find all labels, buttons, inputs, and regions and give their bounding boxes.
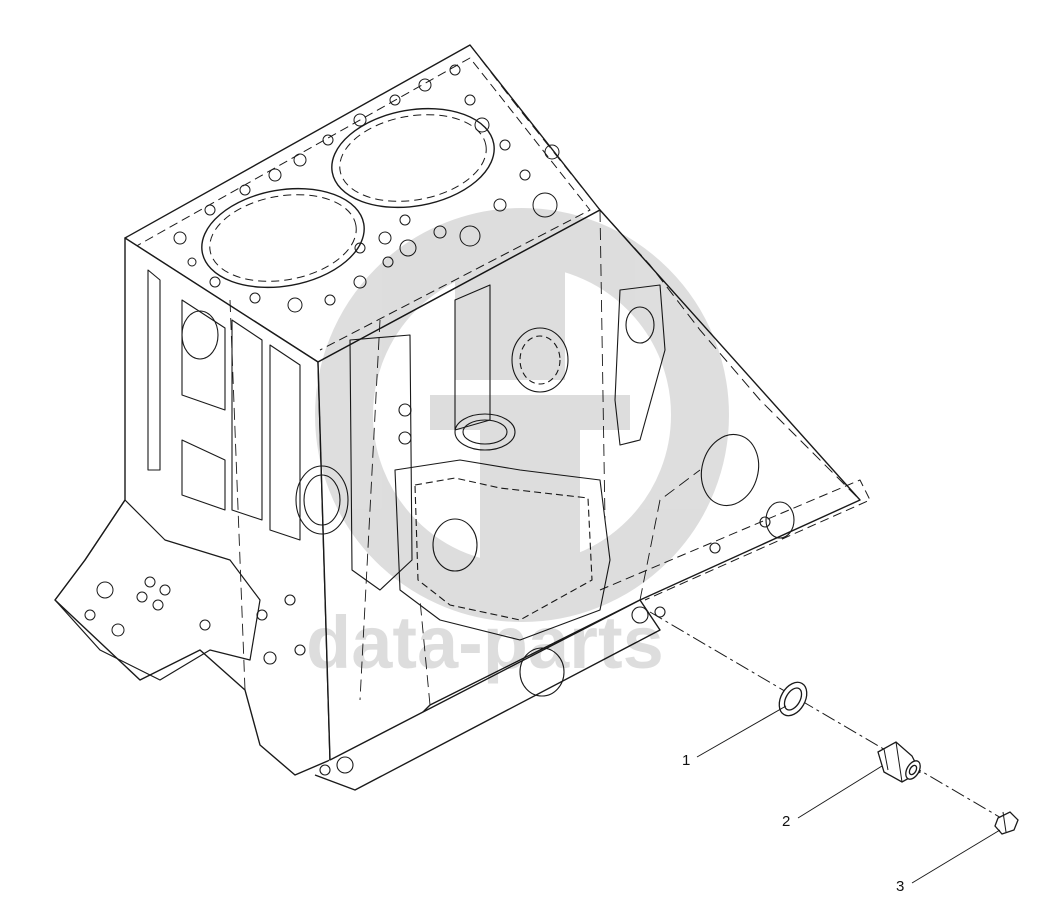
watermark-text: data-parts	[306, 601, 664, 684]
watermark-logo-ring	[315, 208, 729, 622]
oil-filter-mount	[454, 413, 516, 451]
connector-cap-part	[994, 811, 1019, 835]
cylinder-bore-2	[331, 107, 495, 209]
leader-line-1	[696, 705, 787, 758]
callout-labels: 1 2 3	[682, 752, 904, 895]
front-ribs	[147, 269, 301, 541]
callout-label-3: 3	[896, 878, 904, 895]
callout-label-2: 2	[782, 813, 790, 830]
timing-plate-holes	[84, 576, 211, 637]
watermark-logo-bar-bottom	[480, 420, 580, 595]
cylinder-bore-1	[201, 187, 365, 289]
sensor-switch-part	[877, 741, 921, 783]
deck-holes	[173, 64, 560, 313]
side-bore-1	[511, 327, 569, 393]
leader-line-2	[797, 765, 883, 819]
side-features	[256, 284, 795, 776]
cam-bore-side	[432, 518, 478, 572]
leader-line-3	[911, 829, 1001, 884]
assembly-axis-line	[649, 611, 1009, 823]
cam-bore-front	[295, 465, 349, 535]
sealing-washer-part	[778, 681, 808, 717]
exploded-parts	[649, 611, 1019, 884]
engine-block	[54, 44, 871, 791]
watermark-logo-bar-top	[455, 230, 565, 380]
callout-label-1: 1	[682, 752, 690, 769]
timing-plate	[54, 499, 261, 681]
watermark: data-parts	[306, 208, 729, 684]
